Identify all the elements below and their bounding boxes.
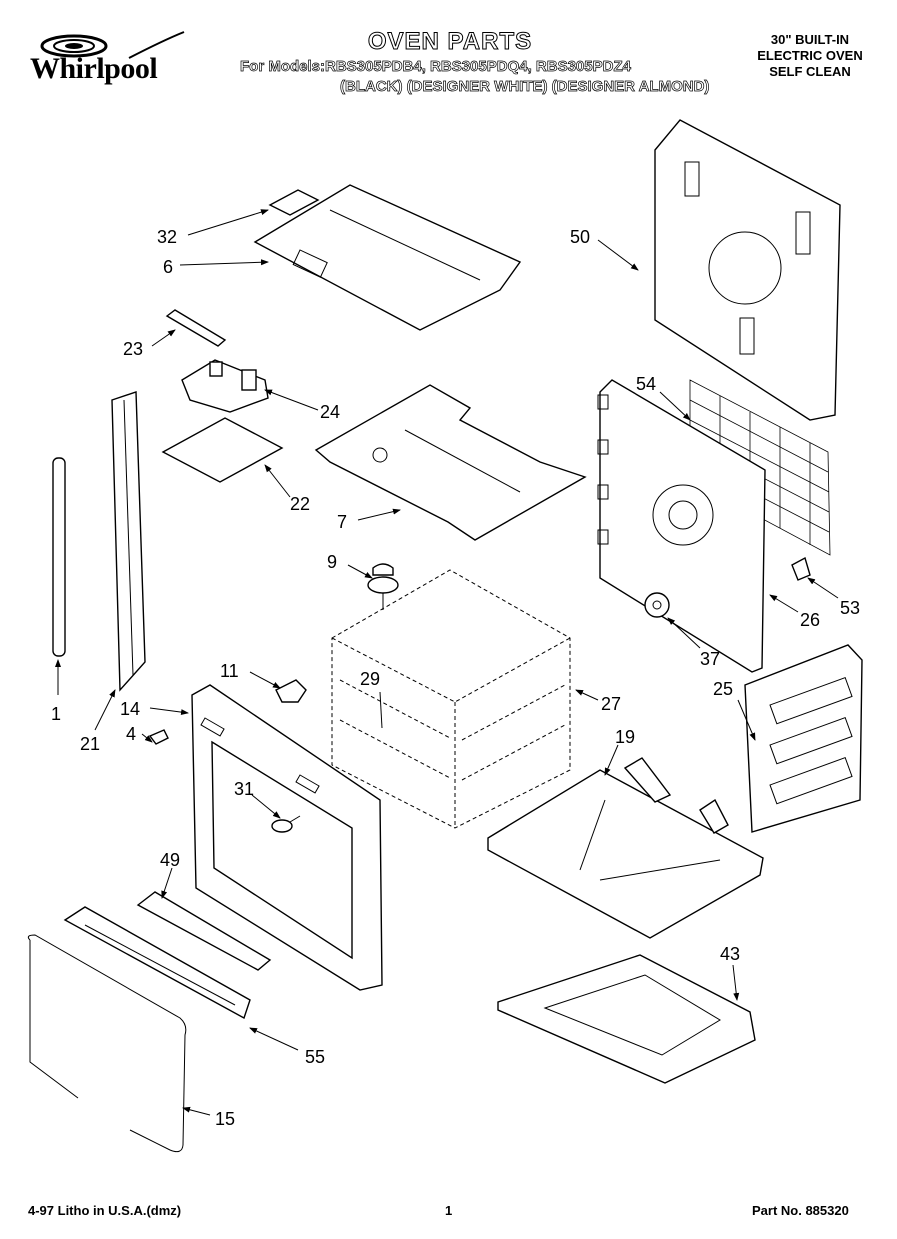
- part-25-side-panel: [744, 644, 863, 833]
- page-title: OVEN PARTS: [367, 28, 533, 56]
- callout-53: 53: [840, 598, 860, 618]
- desc-line-2: ELECTRIC OVEN: [757, 48, 863, 63]
- callout-11: 11: [220, 661, 239, 681]
- part-21-side-trim: [111, 391, 146, 692]
- part-6-top-panel: [253, 184, 522, 331]
- footer-page-number: 1: [445, 1203, 453, 1218]
- callout-19: 19: [615, 727, 635, 747]
- callout-21: 21: [80, 734, 100, 754]
- callout-7: 7: [337, 512, 347, 532]
- desc-line-1: 30" BUILT-IN: [770, 32, 850, 47]
- callout-26: 26: [800, 610, 820, 630]
- callout-22: 22: [290, 494, 310, 514]
- part-49-trim-strip: [136, 891, 272, 971]
- footer-part-number: Part No. 885320: [752, 1203, 849, 1218]
- callout-31: 31: [234, 779, 254, 799]
- callout-54: 54: [636, 374, 656, 394]
- part-29-probe: [379, 691, 383, 729]
- callout-15: 15: [215, 1109, 235, 1129]
- callout-25: 25: [713, 679, 733, 699]
- callout-43: 43: [720, 944, 740, 964]
- callout-55: 55: [305, 1047, 325, 1067]
- part-4-screw: [148, 729, 169, 745]
- callout-29: 29: [360, 669, 380, 689]
- product-description: 30" BUILT-IN ELECTRIC OVEN SELF CLEAN: [740, 32, 880, 80]
- callout-1: 1: [51, 704, 61, 724]
- part-23-bracket: [165, 309, 227, 347]
- callout-labels: 32 6 23 24 22 7 50 54 53 26 37 9 11 29 2…: [51, 227, 860, 1129]
- part-26-fan-panel: [597, 379, 766, 673]
- callout-50: 50: [570, 227, 590, 247]
- part-37-motor-mount: [644, 592, 670, 618]
- models-line: For Models:RBS305PDB4, RBS305PDQ4, RBS30…: [240, 58, 632, 76]
- part-24-latch-assembly: [181, 359, 269, 413]
- part-19-floor-pan: [487, 757, 764, 939]
- part-22-insulation: [161, 417, 284, 483]
- callout-24: 24: [320, 402, 340, 422]
- callout-6: 6: [163, 257, 173, 277]
- whirlpool-logo: Whirlpool: [24, 30, 185, 90]
- colors-line: (BLACK) (DESIGNER WHITE) (DESIGNER ALMON…: [340, 78, 710, 96]
- part-53-clip: [791, 556, 811, 581]
- part-15-door-gasket: [27, 934, 187, 1153]
- callout-27: 27: [601, 694, 621, 714]
- part-7-oven-top: [314, 384, 587, 541]
- callout-23: 23: [123, 339, 143, 359]
- part-43-bottom-tray: [497, 954, 756, 1084]
- part-50-rear-panel: [654, 119, 841, 421]
- footer-litho: 4-97 Litho in U.S.A.(dmz): [28, 1203, 182, 1218]
- whirlpool-swirl-icon: [40, 31, 185, 59]
- part-32-label: [268, 189, 320, 216]
- callout-4: 4: [126, 724, 136, 744]
- part-14-front-frame: [191, 684, 383, 991]
- callout-32: 32: [157, 227, 177, 247]
- callout-14: 14: [120, 699, 140, 719]
- desc-line-3: SELF CLEAN: [769, 64, 851, 79]
- part-27-oven-cavity: [331, 569, 571, 829]
- callout-37: 37: [700, 649, 720, 669]
- callout-49: 49: [160, 850, 180, 870]
- leader-lines: [55, 209, 839, 1116]
- part-9-thermostat: [367, 563, 399, 610]
- part-11-switch: [275, 679, 307, 703]
- part-31-knob: [271, 815, 301, 833]
- part-1-rod: [52, 457, 66, 657]
- brand-name: Whirlpool: [30, 52, 158, 85]
- callout-9: 9: [327, 552, 337, 572]
- part-55-vent-strip: [63, 906, 251, 1020]
